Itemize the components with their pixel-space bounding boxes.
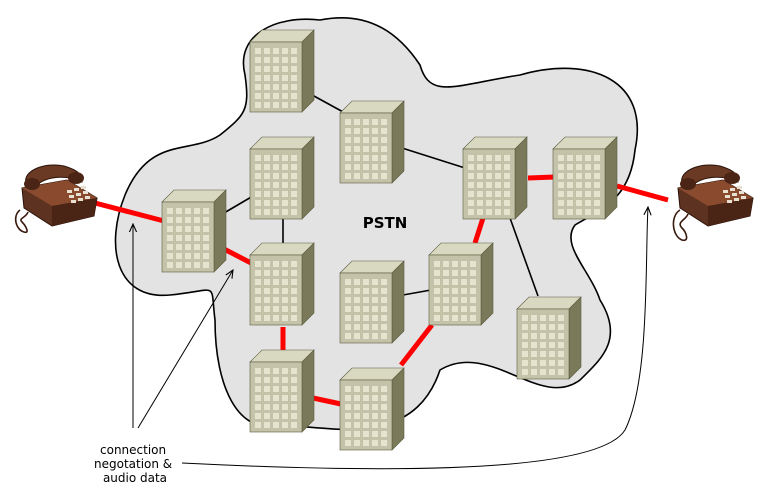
- arrow-to-far-line: [181, 207, 648, 470]
- call-link: [472, 217, 486, 244]
- office-building-icon: [249, 242, 315, 326]
- office-building-icon: [462, 136, 528, 220]
- exchange-buildings: [161, 29, 618, 451]
- subscriber-line-left: [94, 200, 165, 224]
- trunk-link: [401, 147, 466, 169]
- pstn-cloud: [114, 16, 638, 431]
- annotation-line: audio data: [103, 471, 167, 485]
- office-building-icon: [249, 349, 315, 433]
- office-building-icon: [249, 29, 315, 113]
- annotation-line: negotation &: [94, 457, 172, 471]
- office-building-icon: [161, 189, 227, 273]
- network-label: PSTN: [363, 214, 408, 232]
- idle-trunks: [223, 89, 539, 297]
- office-building-icon: [428, 242, 494, 326]
- call-link: [312, 395, 342, 407]
- annotation-line: connection: [100, 443, 166, 457]
- annotation-label: connection negotation & audio data: [94, 443, 176, 485]
- active-call-path: [94, 174, 669, 407]
- telephone-icon: [672, 164, 754, 242]
- office-building-icon: [552, 136, 618, 220]
- trunk-link: [509, 217, 539, 297]
- office-building-icon: [339, 100, 405, 184]
- call-link: [527, 174, 556, 181]
- trunk-link: [223, 195, 254, 214]
- office-building-icon: [339, 260, 405, 344]
- telephone-icon: [14, 164, 98, 234]
- call-link: [222, 246, 255, 267]
- office-building-icon: [516, 296, 582, 380]
- annotation-arrows: [133, 207, 648, 470]
- arrow-to-trunk: [137, 270, 233, 429]
- office-building-icon: [339, 367, 405, 451]
- office-building-icon: [249, 136, 315, 220]
- call-link: [399, 323, 434, 367]
- trunk-link: [402, 289, 432, 296]
- subscriber-line-right: [616, 183, 669, 203]
